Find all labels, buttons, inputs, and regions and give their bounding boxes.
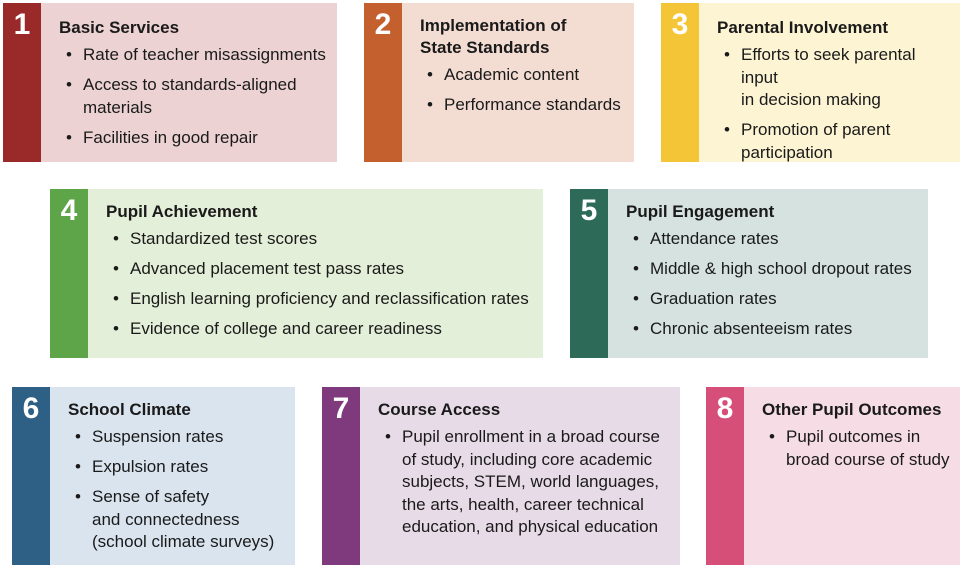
bullet-icon: • xyxy=(113,229,119,248)
bullet-icon: • xyxy=(66,45,72,64)
list-item: •Chronic absenteeism rates xyxy=(626,318,922,341)
priority-card-course-access: 7 Course Access •Pupil enrollment in a b… xyxy=(322,387,680,565)
priority-number: 2 xyxy=(374,8,392,41)
bullet-icon: • xyxy=(633,319,639,338)
bullet-icon: • xyxy=(724,45,730,64)
card-title: Parental Involvement xyxy=(717,18,889,37)
bullet-icon: • xyxy=(113,289,119,308)
list-item: •Evidence of college and career readines… xyxy=(106,318,537,341)
priority-card-basic-services: 1 Basic Services •Rate of teacher misass… xyxy=(3,3,337,162)
priority-number: 4 xyxy=(60,194,78,227)
list-item: •Graduation rates xyxy=(626,288,922,311)
bullet-icon: • xyxy=(66,75,72,94)
bullet-icon: • xyxy=(633,259,639,278)
number-bar: 4 xyxy=(50,189,88,358)
card-title: Basic Services xyxy=(59,18,180,37)
bullet-icon: • xyxy=(75,457,81,476)
list-item: •Suspension rates xyxy=(68,426,289,449)
bullet-icon: • xyxy=(113,319,119,338)
list-item: •Attendance rates xyxy=(626,228,922,251)
bullet-list: •Suspension rates •Expulsion rates •Sens… xyxy=(68,426,289,554)
bullet-list: •Academic content •Performance standards xyxy=(420,64,628,117)
priority-card-school-climate: 6 School Climate •Suspension rates •Expu… xyxy=(12,387,295,565)
priority-card-other-outcomes: 8 Other Pupil Outcomes •Pupil outcomes i… xyxy=(706,387,960,565)
card-title: School Climate xyxy=(68,400,191,419)
list-item: •English learning proficiency and reclas… xyxy=(106,288,537,311)
list-item: •Advanced placement test pass rates xyxy=(106,258,537,281)
number-bar: 6 xyxy=(12,387,50,565)
list-item: •Middle & high school dropout rates xyxy=(626,258,922,281)
number-bar: 3 xyxy=(661,3,699,162)
bullet-icon: • xyxy=(75,427,81,446)
list-item: •Standardized test scores xyxy=(106,228,537,251)
card-title: Other Pupil Outcomes xyxy=(762,400,942,419)
number-bar: 2 xyxy=(364,3,402,162)
priority-card-parental-involvement: 3 Parental Involvement •Efforts to seek … xyxy=(661,3,960,162)
priority-number: 6 xyxy=(22,392,40,425)
number-bar: 5 xyxy=(570,189,608,358)
priority-number: 8 xyxy=(716,392,734,425)
list-item: •Facilities in good repair xyxy=(59,127,331,150)
bullet-icon: • xyxy=(724,120,730,139)
list-item: •Performance standards xyxy=(420,94,628,117)
bullet-icon: • xyxy=(427,65,433,84)
card-title: Course Access xyxy=(378,400,501,419)
list-item: •Expulsion rates xyxy=(68,456,289,479)
bullet-icon: • xyxy=(113,259,119,278)
priority-card-pupil-engagement: 5 Pupil Engagement •Attendance rates •Mi… xyxy=(570,189,928,358)
bullet-list: •Standardized test scores •Advanced plac… xyxy=(106,228,537,341)
priority-number: 7 xyxy=(332,392,350,425)
bullet-icon: • xyxy=(385,427,391,446)
priority-number: 1 xyxy=(13,8,31,41)
number-bar: 7 xyxy=(322,387,360,565)
list-item: •Academic content xyxy=(420,64,628,87)
list-item: •Rate of teacher misassignments xyxy=(59,44,331,67)
bullet-list: •Rate of teacher misassignments •Access … xyxy=(59,44,331,149)
number-bar: 8 xyxy=(706,387,744,565)
bullet-icon: • xyxy=(633,229,639,248)
bullet-list: •Attendance rates •Middle & high school … xyxy=(626,228,922,341)
bullet-icon: • xyxy=(427,95,433,114)
priority-card-pupil-achievement: 4 Pupil Achievement •Standardized test s… xyxy=(50,189,543,358)
card-title: Pupil Achievement xyxy=(106,202,258,221)
bullet-icon: • xyxy=(66,127,72,147)
card-title: Pupil Engagement xyxy=(626,202,775,221)
bullet-icon: • xyxy=(769,427,775,446)
number-bar: 1 xyxy=(3,3,41,162)
priority-number: 3 xyxy=(671,8,689,41)
priority-number: 5 xyxy=(580,194,598,227)
bullet-icon: • xyxy=(75,487,81,506)
bullet-icon: • xyxy=(633,289,639,308)
